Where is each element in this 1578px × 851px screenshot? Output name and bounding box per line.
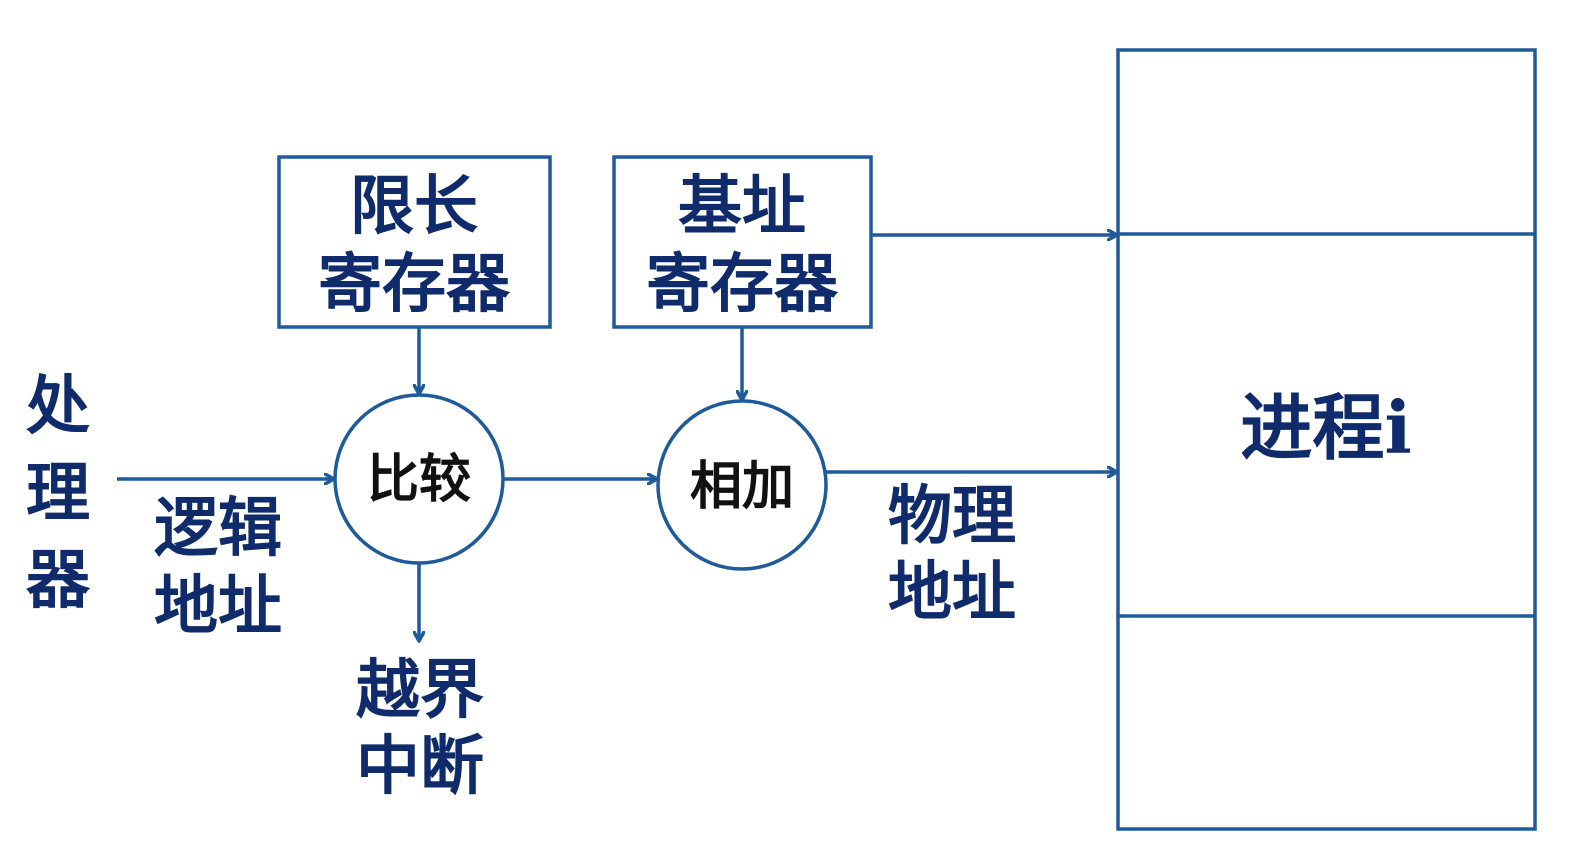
physical-address-label: 物理 地址	[888, 479, 1016, 630]
physical-address-line2: 地址	[888, 555, 1016, 630]
logical-address-label: 逻辑 地址	[154, 491, 282, 644]
processor-label-line2: 理	[26, 456, 90, 531]
add-node: 相加	[656, 399, 828, 571]
limit-register-rect	[277, 155, 552, 329]
out-of-bounds-line1: 越界	[356, 653, 484, 728]
processor-label-line3: 器	[26, 543, 91, 618]
add-label: 相加	[690, 457, 794, 517]
process-i-label: 进程i	[1240, 385, 1411, 470]
memory-block: 进程i	[1116, 48, 1537, 831]
base-register-line2: 寄存器	[646, 247, 839, 322]
compare-label: 比较	[367, 450, 471, 510]
limit-register-line1: 限长	[350, 169, 478, 244]
limit-register-line2: 寄存器	[318, 247, 511, 322]
processor-label: 处 理 器	[26, 369, 91, 618]
memory-outline	[1116, 48, 1537, 831]
base-register-rect	[612, 155, 873, 329]
logical-address-line1: 逻辑	[154, 491, 282, 566]
connectors	[117, 235, 1116, 640]
physical-address-line1: 物理	[888, 479, 1016, 554]
limit-register-box: 限长 寄存器	[277, 155, 552, 329]
base-register-line1: 基址	[678, 169, 806, 244]
out-of-bounds-label: 越界 中断	[356, 653, 484, 804]
processor-label-line1: 处	[26, 369, 90, 444]
base-register-box: 基址 寄存器	[612, 155, 873, 329]
logical-address-line2: 地址	[154, 569, 282, 644]
out-of-bounds-line2: 中断	[356, 729, 484, 804]
compare-node: 比较	[333, 393, 505, 565]
